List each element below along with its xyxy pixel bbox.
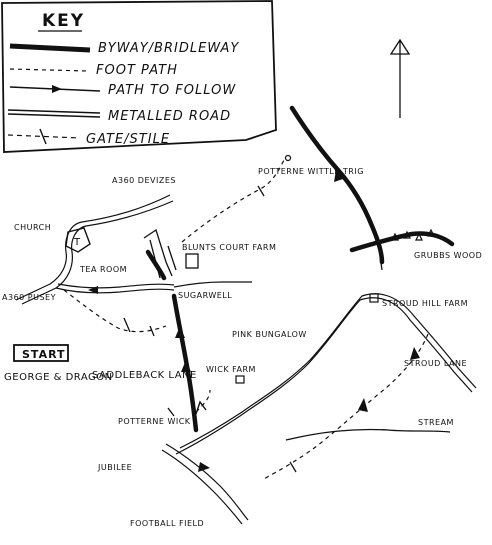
- tree-icon: [284, 154, 435, 241]
- follow-arrows: [88, 170, 420, 472]
- byways: [145, 105, 455, 433]
- label-tea-room: TEA ROOM: [79, 265, 127, 274]
- label-a360-pusey: A360 PUSEY: [2, 293, 56, 302]
- label-stroud-lane: STROUD LANE: [404, 359, 467, 368]
- svg-text:T: T: [73, 237, 81, 248]
- label-stroud-hill-farm: STROUD HILL FARM: [382, 299, 468, 308]
- label-potterne-wittle: POTTERNE WITTLE TRIG: [258, 167, 364, 176]
- wick-farm-icon: [235, 375, 245, 384]
- key-label-byway: BYWAY/BRIDLEWAY: [98, 41, 239, 56]
- label-jubilee: JUBILEE: [97, 463, 132, 472]
- start-box: [13, 344, 69, 362]
- metalled-roads: [15, 194, 477, 525]
- label-grubbs-wood: GRUBBS WOOD: [414, 251, 482, 260]
- key-label-gate: GATE/STILE: [86, 132, 170, 147]
- key-label-metalled: METALLED ROAD: [108, 109, 231, 124]
- church-icon: T: [65, 227, 91, 253]
- key-legend: KEY BYWAY/BRIDLEWAY FOOT PATH PATH TO FO…: [1, 0, 277, 153]
- key-label-footpath: FOOT PATH: [96, 63, 178, 78]
- label-wick-farm: WICK FARM: [206, 365, 256, 374]
- footpaths: [63, 159, 429, 481]
- stream-line: [285, 428, 451, 441]
- label-saddleback-lane: SADDLEBACK LANE: [92, 370, 197, 381]
- label-football-field: FOOTBALL FIELD: [130, 519, 204, 528]
- label-blunts-court: BLUNTS COURT FARM: [182, 243, 276, 252]
- key-label-follow: PATH TO FOLLOW: [108, 83, 236, 98]
- label-a360-devizes: A360 DEVIZES: [112, 176, 176, 185]
- blunts-court-farm-icon: [143, 228, 199, 279]
- label-sugarwell: SUGARWELL: [178, 291, 232, 300]
- start-label: START: [22, 348, 66, 361]
- key-title: KEY: [42, 11, 85, 31]
- label-george-dragon: GEORGE & DRAGON: [4, 372, 113, 383]
- gate-stiles: [123, 185, 383, 473]
- label-pink-bungalow: PINK BUNGALOW: [232, 330, 307, 339]
- label-church: CHURCH: [14, 223, 51, 232]
- stroud-hill-farm-icon: [369, 293, 379, 303]
- label-potterne-wick: POTTERNE WICK: [118, 417, 191, 426]
- label-stream: STREAM: [418, 418, 454, 427]
- north-arrow-icon: [389, 38, 411, 118]
